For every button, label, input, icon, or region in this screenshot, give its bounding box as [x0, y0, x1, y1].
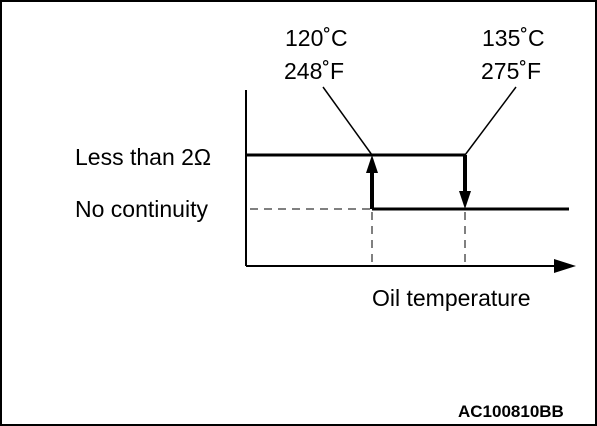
- down-arrow-icon: [459, 191, 471, 209]
- x-axis-arrow-icon: [554, 259, 576, 273]
- state-high-label: Less than 2Ω: [75, 144, 211, 170]
- up-arrow-icon: [366, 155, 378, 173]
- figure-code: AC100810BB: [458, 402, 564, 421]
- point-2-fahrenheit: 275˚F: [481, 58, 541, 84]
- point-1-celsius: 120˚C: [285, 25, 348, 51]
- callout-leader-2: [464, 86, 517, 156]
- callout-leader-1: [322, 86, 373, 156]
- state-low-label: No continuity: [75, 196, 208, 222]
- point-2-celsius: 135˚C: [482, 25, 545, 51]
- point-1-fahrenheit: 248˚F: [284, 58, 344, 84]
- x-axis-label: Oil temperature: [372, 285, 531, 311]
